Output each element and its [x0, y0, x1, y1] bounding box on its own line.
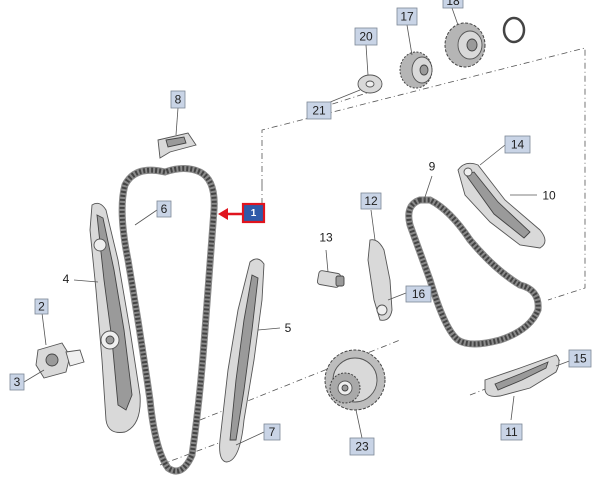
svg-text:15: 15: [573, 352, 587, 366]
callout-2[interactable]: 2: [34, 298, 49, 315]
svg-text:20: 20: [359, 30, 373, 44]
svg-text:4: 4: [63, 272, 70, 286]
svg-text:2: 2: [38, 300, 45, 314]
callout-4[interactable]: 4: [58, 271, 74, 287]
callout-3[interactable]: 3: [9, 373, 25, 391]
callout-23[interactable]: 23: [349, 437, 375, 456]
callout-20[interactable]: 20: [354, 27, 378, 46]
highlight-arrow: [218, 208, 243, 220]
part-8-upper-guide: [157, 132, 197, 159]
callout-12[interactable]: 12: [360, 192, 382, 210]
part-13-plunger: [316, 270, 345, 288]
svg-text:16: 16: [412, 287, 426, 301]
part-12-small-guide: [367, 239, 393, 321]
callout-21[interactable]: 21: [306, 101, 332, 120]
callout-17[interactable]: 17: [396, 7, 418, 26]
svg-text:8: 8: [175, 93, 182, 107]
callout-10[interactable]: 10: [537, 187, 561, 204]
part-18-gear: [444, 22, 486, 68]
svg-text:5: 5: [285, 321, 292, 335]
svg-text:13: 13: [319, 231, 333, 245]
callout-5[interactable]: 5: [280, 320, 296, 336]
svg-text:3: 3: [14, 375, 21, 389]
leader-lines: [23, 7, 573, 446]
svg-text:23: 23: [355, 440, 369, 454]
part-4-tensioner-rail: [89, 202, 141, 433]
svg-text:17: 17: [400, 10, 414, 24]
part-20-washer: [357, 74, 383, 94]
callout-6[interactable]: 6: [156, 200, 172, 218]
part-10-guide: [457, 162, 546, 249]
part-23-gear-cluster: [324, 349, 386, 411]
callout-7[interactable]: 7: [263, 423, 281, 441]
svg-text:6: 6: [161, 202, 168, 216]
svg-text:9: 9: [429, 160, 436, 174]
part-11-lower-guide: [484, 354, 560, 397]
part-19-ring: [502, 16, 526, 44]
callout-11[interactable]: 11: [500, 423, 523, 441]
callout-18[interactable]: 18: [442, 0, 464, 9]
svg-text:1: 1: [251, 208, 257, 219]
svg-text:7: 7: [269, 425, 276, 439]
part-17-sprocket: [399, 51, 433, 89]
callout-15[interactable]: 15: [568, 349, 592, 368]
callout-9[interactable]: 9: [424, 158, 440, 175]
callout-16[interactable]: 16: [405, 285, 432, 303]
secondary-chain: [405, 196, 542, 348]
callout-8[interactable]: 8: [170, 90, 186, 109]
main-timing-chain: [118, 165, 218, 475]
svg-text:12: 12: [364, 194, 378, 208]
part-5-guide-rail: [219, 258, 265, 463]
svg-text:21: 21: [312, 104, 326, 118]
callout-13[interactable]: 13: [315, 229, 337, 246]
part-2-tensioner: [35, 342, 85, 379]
callout-1[interactable]: 1: [241, 202, 266, 224]
svg-text:11: 11: [505, 425, 518, 439]
svg-text:10: 10: [542, 189, 556, 203]
callout-14[interactable]: 14: [504, 135, 531, 154]
svg-text:18: 18: [446, 0, 460, 8]
svg-text:14: 14: [511, 138, 525, 152]
